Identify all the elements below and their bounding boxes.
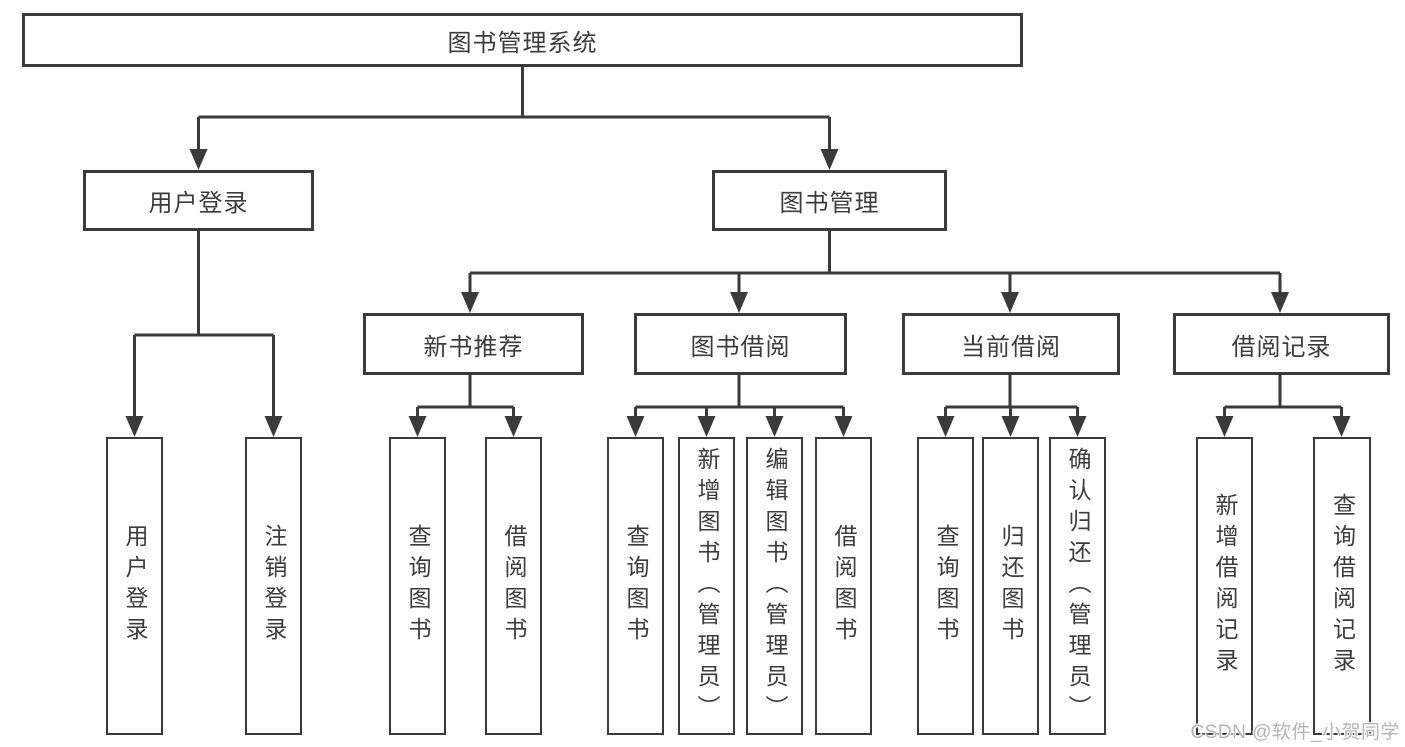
leaf-query-books-2: 查询图书: [607, 437, 664, 735]
node-label: 新增图书（管理员）: [694, 446, 720, 726]
node-label: 查询借阅记录: [1329, 493, 1356, 679]
csdn-watermark: CSDN @软件_小贺同学: [1190, 722, 1400, 743]
node-label: 借阅记录: [1231, 333, 1332, 361]
leaf-logout: 注销登录: [245, 437, 302, 735]
leaf-add-book-admin: 新增图书（管理员）: [678, 437, 735, 735]
node-label: 注销登录: [261, 524, 287, 648]
node-label: 查询图书: [623, 524, 649, 648]
node-book-borrowing: 图书借阅: [634, 313, 847, 375]
leaf-query-books-3: 查询图书: [917, 437, 974, 735]
leaf-query-borrow-record: 查询借阅记录: [1313, 437, 1371, 735]
node-label: 用户登录: [148, 190, 249, 217]
leaf-borrow-books-1: 借阅图书: [485, 437, 542, 735]
node-borrowing-records: 借阅记录: [1173, 313, 1390, 375]
leaf-edit-book-admin: 编辑图书（管理员）: [746, 437, 803, 735]
node-label: 编辑图书（管理员）: [762, 446, 788, 726]
node-label: 新书推荐: [423, 333, 524, 361]
node-current-borrowing: 当前借阅: [902, 313, 1120, 375]
node-new-book-recommendation: 新书推荐: [363, 313, 584, 375]
node-label: 图书管理系统: [447, 29, 598, 57]
node-library-management-system: 图书管理系统: [22, 13, 1023, 67]
node-label: 用户登录: [122, 524, 148, 648]
node-label: 图书管理: [779, 190, 880, 217]
arrowheads: [125, 149, 1351, 437]
node-label: 查询图书: [405, 524, 431, 648]
leaf-user-login: 用户登录: [106, 437, 163, 735]
node-label: 确认归还（管理员）: [1065, 446, 1091, 726]
node-label: 借阅图书: [501, 524, 527, 648]
node-label: 图书借阅: [690, 333, 791, 361]
node-book-management: 图书管理: [712, 170, 947, 231]
leaf-add-borrow-record: 新增借阅记录: [1196, 437, 1253, 735]
leaf-confirm-return-admin: 确认归还（管理员）: [1049, 437, 1106, 735]
node-user-login: 用户登录: [83, 170, 314, 231]
leaf-return-book: 归还图书: [982, 437, 1039, 735]
leaf-query-books-1: 查询图书: [389, 437, 446, 735]
node-label: 借阅图书: [831, 524, 857, 648]
node-label: 查询图书: [933, 524, 959, 648]
node-label: 新增借阅记录: [1212, 493, 1238, 679]
node-label: 归还图书: [998, 524, 1024, 648]
node-label: 当前借阅: [961, 333, 1061, 361]
leaf-borrow-books-2: 借阅图书: [815, 437, 872, 735]
